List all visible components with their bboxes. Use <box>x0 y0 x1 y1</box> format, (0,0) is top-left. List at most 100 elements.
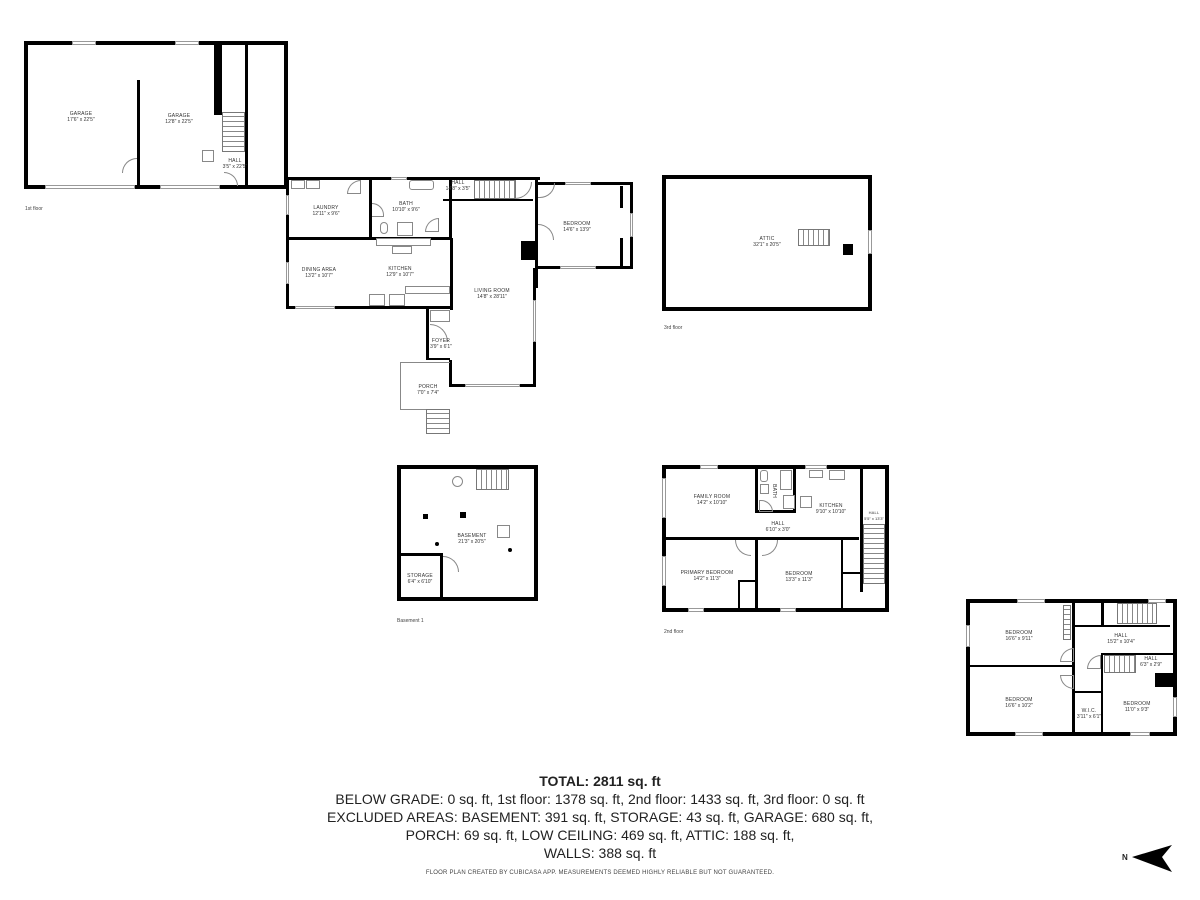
floor-label-2nd: 2nd floor <box>664 629 684 635</box>
wall <box>968 665 1074 667</box>
window <box>565 182 591 185</box>
wall <box>286 237 451 240</box>
water-heater-icon <box>452 476 463 487</box>
room-name: KITCHEN <box>388 266 412 272</box>
room-dims: 32'1" x 20'5" <box>753 242 781 248</box>
washer <box>291 180 305 189</box>
room-dims: 6'10" x 3'0" <box>765 527 791 533</box>
wall <box>1101 653 1175 655</box>
room-name: BEDROOM <box>1005 697 1033 703</box>
room-name: LIVING ROOM <box>474 288 510 294</box>
room-dims: 3'9" x 6'1" <box>430 344 452 350</box>
room-name: BEDROOM <box>785 571 813 577</box>
room-dims: 14'2" x 10'10" <box>696 500 728 506</box>
wall <box>286 306 452 309</box>
sink <box>389 294 405 306</box>
wall <box>841 539 843 609</box>
room-name: KITCHEN <box>819 503 843 509</box>
room-dims: 9'10" x 10'10" <box>815 509 847 515</box>
room-label-hall-2f: HALL 6'10" x 3'0" <box>766 521 791 533</box>
room-dims: 6'4" x 6'10" <box>407 579 433 585</box>
wall <box>1075 691 1103 693</box>
room-label-primary-bedroom: PRIMARY BEDROOM 14'2" x 11'3" <box>681 570 734 582</box>
area-summary: TOTAL: 2811 sq. ft BELOW GRADE: 0 sq. ft… <box>0 772 1200 876</box>
cabinet <box>783 495 795 509</box>
room-dims: 14'2" x 11'3" <box>693 576 721 582</box>
shower <box>780 470 792 490</box>
room-name: HALL <box>451 180 465 186</box>
wall <box>664 537 859 540</box>
door-swing <box>425 218 439 232</box>
post <box>508 548 512 552</box>
post <box>435 542 439 546</box>
room-name: GARAGE <box>69 111 93 117</box>
window <box>700 465 718 469</box>
fixture <box>202 150 214 162</box>
room-label-hall-upper-1: HALL 15'2" x 10'4" <box>1107 633 1134 645</box>
room-label-kitchen-2f: KITCHEN 9'10" x 10'10" <box>816 503 846 515</box>
door-swing <box>1060 648 1074 662</box>
wall <box>535 180 538 288</box>
window <box>465 384 520 387</box>
chimney <box>1155 673 1173 687</box>
wall <box>449 180 452 240</box>
room-dims: 12'9" x 10'7" <box>386 272 414 278</box>
room-name: DINING AREA <box>301 267 337 273</box>
room-name: HALL <box>228 158 242 164</box>
window <box>1173 697 1177 717</box>
wall <box>1072 601 1075 734</box>
step <box>430 310 450 322</box>
stairs <box>798 229 830 246</box>
window <box>780 608 796 612</box>
wall <box>440 553 443 599</box>
door-swing <box>538 183 555 198</box>
north-arrow-icon <box>1132 845 1172 872</box>
room-dims: 3'11" x 6'1" <box>1076 714 1102 720</box>
stairs <box>476 469 509 490</box>
room-label-basement: BASEMENT 21'3" x 20'5" <box>457 533 486 545</box>
garage-door <box>45 185 135 189</box>
room-label-bath: BATH 10'10" x 9'6" <box>392 201 419 213</box>
summary-line-excluded: EXCLUDED AREAS: BASEMENT: 391 sq. ft, ST… <box>327 809 873 825</box>
door-swing <box>224 172 238 186</box>
wall <box>755 539 758 610</box>
window <box>1148 599 1166 603</box>
room-label-wic: W.I.C. 3'11" x 6'1" <box>1077 708 1101 720</box>
wall <box>1101 601 1104 627</box>
fixture <box>497 525 510 538</box>
room-label-bedroom-2f: BEDROOM 13'3" x 11'3" <box>785 571 812 583</box>
wall <box>286 177 289 309</box>
room-name: ATTIC <box>759 236 775 242</box>
room-label-dining-area: DINING AREA 13'2" x 10'7" <box>302 267 336 279</box>
room-label-foyer: FOYER 3'9" x 6'1" <box>430 338 452 350</box>
fireplace <box>521 241 535 260</box>
room-dims: 5'5" x 13'3" <box>864 516 884 521</box>
room-name: PRIMARY BEDROOM <box>680 570 734 576</box>
room-name: BATH <box>399 201 413 207</box>
window <box>391 177 407 180</box>
stairs <box>1117 603 1157 624</box>
room-name: GARAGE <box>167 113 191 119</box>
upper-outline <box>966 599 1177 736</box>
window <box>868 230 872 254</box>
wall <box>450 238 453 310</box>
room-dims: 3'5" x 22'5" <box>222 164 248 170</box>
room-dims: 11'0" x 9'3" <box>1124 707 1150 713</box>
room-name: BATH <box>771 484 777 498</box>
window <box>662 478 666 518</box>
basement-outline <box>397 465 538 601</box>
wall <box>1075 625 1170 627</box>
wall <box>24 41 28 189</box>
room-label-hall-upper-2: HALL 6'3" x 2'9" <box>1140 656 1162 668</box>
floor-label-basement: Basement 1 <box>397 618 424 624</box>
room-dims: 10'10" x 9'6" <box>392 207 420 213</box>
stairs <box>863 524 885 584</box>
room-name: BEDROOM <box>1123 701 1151 707</box>
room-dims: 13'2" x 10'7" <box>305 273 333 279</box>
room-label-hall-upper: HALL 14'8" x 3'5" <box>446 180 471 192</box>
door-swing <box>372 203 384 217</box>
wall <box>738 580 740 610</box>
wall <box>620 238 623 266</box>
window <box>630 213 633 237</box>
wall <box>860 467 863 592</box>
